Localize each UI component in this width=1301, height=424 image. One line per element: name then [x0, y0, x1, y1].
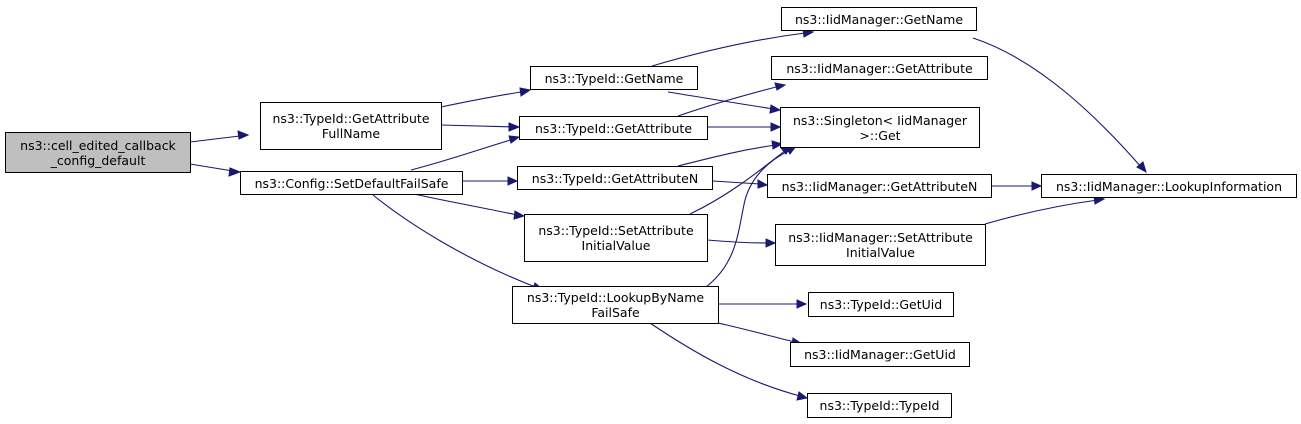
node-label-line: ns3::IidManager::LookupInformation	[1055, 178, 1282, 194]
node-config-set-default-fail-safe[interactable]: ns3::Config::SetDefaultFailSafe	[240, 171, 463, 195]
edge	[717, 322, 796, 343]
arrowhead	[508, 135, 521, 144]
node-label-line: ns3::TypeId::GetAttributeN	[531, 170, 699, 186]
node-iidmanager-set-attribute-initial-value[interactable]: ns3::IidManager::SetAttribute InitialVal…	[775, 224, 986, 266]
node-label-line: ns3::TypeId::LookupByName	[526, 290, 705, 305]
node-label-line: ns3::Singleton< IidManager	[792, 112, 968, 128]
node-label-line: ns3::TypeId::GetUid	[819, 297, 943, 312]
node-label-line: FailSafe	[591, 305, 640, 320]
arrowhead	[237, 130, 250, 140]
node-label-line: ns3::Config::SetDefaultFailSafe	[254, 175, 449, 191]
arrowhead	[1136, 161, 1147, 174]
node-typeid-typeid[interactable]: ns3::TypeId::TypeId	[807, 393, 952, 418]
node-label-line: ns3::TypeId::SetAttribute	[538, 223, 694, 238]
node-cell-edited-callback-config-default: ns3::cell_edited_callback _config_defaul…	[5, 132, 191, 173]
arrowhead	[796, 391, 809, 401]
arrowhead	[769, 104, 782, 114]
edge	[649, 322, 801, 397]
node-label-line: _config_default	[50, 152, 146, 168]
arrowhead	[757, 179, 769, 189]
node-label-line: InitialValue	[846, 245, 915, 260]
node-label-line: ns3::IidManager::SetAttribute	[788, 230, 973, 245]
arrowhead	[1031, 181, 1043, 191]
node-typeid-get-attribute[interactable]: ns3::TypeId::GetAttribute	[519, 116, 708, 140]
node-typeid-get-name[interactable]: ns3::TypeId::GetName	[530, 66, 698, 90]
arrowhead	[770, 122, 782, 132]
arrowhead	[796, 299, 808, 309]
node-label-line: FullName	[321, 126, 381, 141]
node-typeid-lookup-by-name-fail-safe[interactable]: ns3::TypeId::LookupByName FailSafe	[512, 286, 719, 324]
arrowhead	[228, 167, 242, 177]
node-label-line: >::Get	[859, 127, 901, 143]
node-label-line: ns3::IidManager::GetAttributeN	[781, 178, 978, 194]
node-label-line: InitialValue	[581, 238, 651, 253]
arrowhead	[519, 87, 532, 97]
edge	[677, 144, 777, 167]
edge	[372, 194, 539, 289]
node-label-line: ns3::cell_edited_callback	[20, 137, 176, 153]
node-iidmanager-get-attribute[interactable]: ns3::IidManager::GetAttribute	[771, 56, 988, 80]
edge	[677, 85, 781, 117]
node-label-line: ns3::IidManager::GetName	[794, 11, 964, 27]
edge	[705, 149, 791, 288]
node-iidmanager-lookup-information[interactable]: ns3::IidManager::LookupInformation	[1041, 174, 1297, 198]
edge	[984, 199, 1099, 225]
node-label-line: ns3::TypeId::GetName	[544, 70, 684, 86]
edge	[410, 137, 518, 171]
node-typeid-get-attribute-n[interactable]: ns3::TypeId::GetAttributeN	[517, 166, 713, 190]
edge	[667, 91, 775, 110]
node-typeid-set-attribute-initial-value[interactable]: ns3::TypeId::SetAttribute InitialValue	[524, 214, 708, 262]
edge	[651, 32, 806, 67]
node-singleton-iidmanager-get[interactable]: ns3::Singleton< IidManager >::Get	[780, 107, 980, 148]
arrowhead	[765, 238, 777, 248]
node-iidmanager-get-uid[interactable]: ns3::IidManager::GetUid	[790, 342, 970, 367]
node-iidmanager-get-attribute-n[interactable]: ns3::IidManager::GetAttributeN	[767, 174, 992, 198]
node-iidmanager-get-name[interactable]: ns3::IidManager::GetName	[781, 7, 977, 31]
node-label-line: ns3::TypeId::GetAttribute	[272, 111, 430, 126]
edge	[972, 37, 1143, 169]
arrowhead	[513, 210, 526, 220]
node-label-line: ns3::TypeId::GetAttribute	[534, 120, 693, 136]
arrowhead	[507, 176, 519, 186]
arrowhead	[774, 82, 787, 91]
edge	[413, 193, 523, 217]
arrowhead	[508, 122, 521, 132]
node-typeid-get-attribute-full-name[interactable]: ns3::TypeId::GetAttribute FullName	[260, 102, 442, 150]
node-label-line: ns3::TypeId::TypeId	[819, 398, 940, 413]
node-label-line: ns3::IidManager::GetUid	[804, 347, 956, 362]
arrowhead	[771, 140, 784, 150]
edge	[440, 124, 518, 128]
node-typeid-get-uid[interactable]: ns3::TypeId::GetUid	[808, 292, 954, 317]
edge	[440, 90, 529, 108]
node-label-line: ns3::IidManager::GetAttribute	[786, 60, 973, 76]
edge	[706, 239, 769, 244]
